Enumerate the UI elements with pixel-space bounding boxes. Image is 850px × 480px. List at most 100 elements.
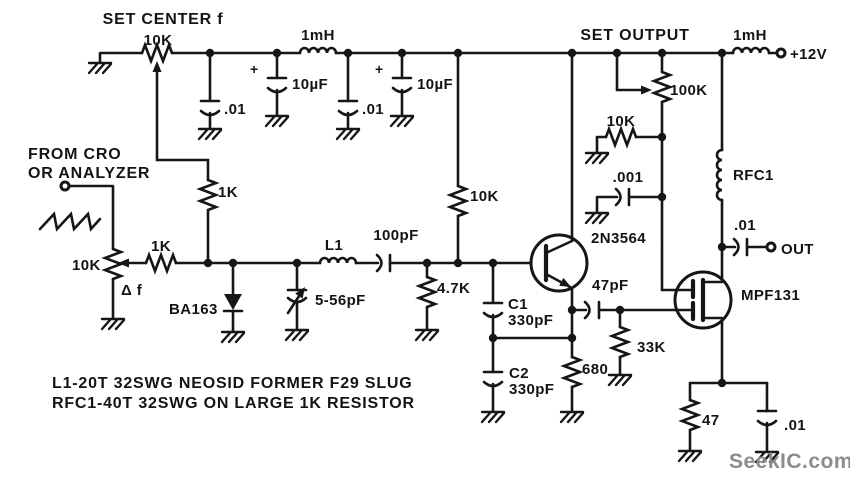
cap-value: 100pF (373, 227, 418, 244)
source-label-line1: FROM CRO (28, 146, 122, 163)
ground-symbol (335, 127, 361, 141)
diode-triangle-icon (224, 294, 242, 310)
inductor-label: L1 (325, 237, 343, 254)
choke-value: 1mH (301, 27, 335, 44)
resistor-value: 4.7K (437, 280, 470, 297)
ground-symbol (480, 410, 506, 424)
gate-resistor-33k: 33K (610, 308, 666, 376)
construction-notes: L1-20T 32SWG NEOSID FORMER F29 SLUG RFC1… (52, 375, 415, 412)
tank-inductor-l1: L1 (318, 237, 358, 265)
resistor-value: 1K (151, 238, 171, 255)
set-center-pot: SET CENTER f 10K (103, 11, 224, 265)
ground-symbol (264, 114, 290, 128)
polarity-plus-icon: + (375, 61, 384, 77)
set-center-f-label: SET CENTER f (103, 11, 224, 28)
cap-value: .01 (362, 101, 384, 118)
junction-dots (203, 48, 727, 388)
ground-symbol (414, 328, 440, 342)
pot-value: 100K (670, 82, 707, 99)
resistor-value: 33K (637, 339, 666, 356)
cap-value: 330pF (509, 381, 554, 398)
transistor-2n3564: 2N3564 (529, 230, 646, 312)
ground-symbol (87, 61, 113, 75)
polarity-plus-icon: + (250, 61, 259, 77)
cap-value: .01 (224, 101, 246, 118)
cap-value: 10µF (417, 76, 453, 93)
coupling-cap-100pf: 100pF (354, 227, 533, 273)
watermark: SeekIC.com (729, 450, 850, 473)
ground-symbol (389, 114, 415, 128)
resistor-value: 10K (470, 188, 499, 205)
cap-value: 5-56pF (315, 292, 366, 309)
cap-name: C1 (508, 296, 528, 313)
resistor-value: 680 (582, 361, 608, 378)
input-pot-10k: 10K Δ f (72, 247, 148, 320)
trimmer-cap-5-56pf: 5-56pF (286, 261, 366, 331)
diode-label: BA163 (169, 301, 218, 318)
electrolytic-cap-10uf-first: + 10µF (250, 51, 328, 117)
delta-f-label: Δ f (121, 282, 143, 299)
power-rail-wire (98, 51, 779, 64)
cap-value: .01 (784, 417, 806, 434)
input-source: FROM CRO OR ANALYZER (28, 146, 150, 251)
ground-symbol (584, 151, 610, 165)
ground-symbol (100, 317, 126, 331)
set-output-pot-100k: SET OUTPUT 100K (580, 27, 707, 139)
cap-name: C2 (509, 365, 529, 382)
out-label: OUT (781, 241, 814, 258)
decoupling-cap-01-first: .01 (199, 51, 246, 130)
set-output-label: SET OUTPUT (580, 27, 689, 44)
set-center-pot-value: 10K (144, 32, 173, 49)
supply-choke-1mh-second: 1mH (731, 27, 771, 55)
note-line-1: L1-20T 32SWG NEOSID FORMER F29 SLUG (52, 375, 413, 392)
ground-symbol (220, 330, 246, 344)
choke-label: RFC1 (733, 167, 774, 184)
resistor-value: 10K (607, 113, 636, 130)
electrolytic-cap-10uf-second: + 10µF (375, 51, 453, 117)
source-resistor-47: 47 (680, 381, 769, 452)
cap-value: .001 (613, 169, 644, 186)
ground-symbol (559, 410, 585, 424)
varicap-diode-ba163: BA163 (169, 261, 244, 333)
resistor-value: 1K (218, 184, 238, 201)
supply-choke-1mh-first: 1mH (298, 27, 338, 55)
note-line-2: RFC1-40T 32SWG ON LARGE 1K RESISTOR (52, 395, 415, 412)
fet-body-icon (673, 270, 733, 330)
fet-mpf131: MPF131 (660, 195, 800, 385)
fet-label: MPF131 (741, 287, 800, 304)
center-set-resistor-1k: 1K (198, 178, 238, 212)
potentiometer-wiper-arrow-icon (641, 85, 652, 95)
source-label-line2: OR ANALYZER (28, 165, 150, 182)
choke-value: 1mH (733, 27, 767, 44)
bias-resistor-4-7k: 4.7K (417, 261, 470, 331)
terminal-circle-icon (765, 241, 777, 253)
ground-symbol (607, 373, 633, 387)
emitter-resistor-680: 680 (562, 308, 608, 413)
supply-terminal: +12V (775, 46, 827, 63)
ground-symbol (197, 127, 223, 141)
collector-bias-resistor-10k: 10K (448, 51, 499, 265)
source-bypass-cap-01: .01 (756, 381, 806, 453)
transistor-body-icon (529, 233, 589, 293)
supply-voltage-label: +12V (790, 46, 827, 63)
drain-choke-rfc1: RFC1 (715, 51, 774, 249)
resistor-value: 47 (702, 412, 720, 429)
ground-symbol (584, 211, 610, 225)
gate2-resistor-10k: 10K (595, 113, 664, 154)
pot-value: 10K (72, 257, 101, 274)
output-cap-01: .01 OUT (720, 217, 814, 258)
cap-value: 10µF (292, 76, 328, 93)
ground-symbol (284, 328, 310, 342)
potentiometer-wiper-arrow-icon (118, 258, 129, 268)
feedback-cap-c2: C2 330pF (482, 336, 574, 413)
gate2-bypass-cap-001: .001 (595, 135, 664, 214)
cap-value: 47pF (592, 277, 629, 294)
decoupling-cap-01-second: .01 (337, 51, 384, 130)
feedback-cap-c1: C1 330pF (482, 261, 553, 340)
sawtooth-waveform-icon (38, 211, 102, 232)
ground-symbol (677, 449, 703, 463)
cap-value: .01 (734, 217, 756, 234)
cap-value: 330pF (508, 312, 553, 329)
